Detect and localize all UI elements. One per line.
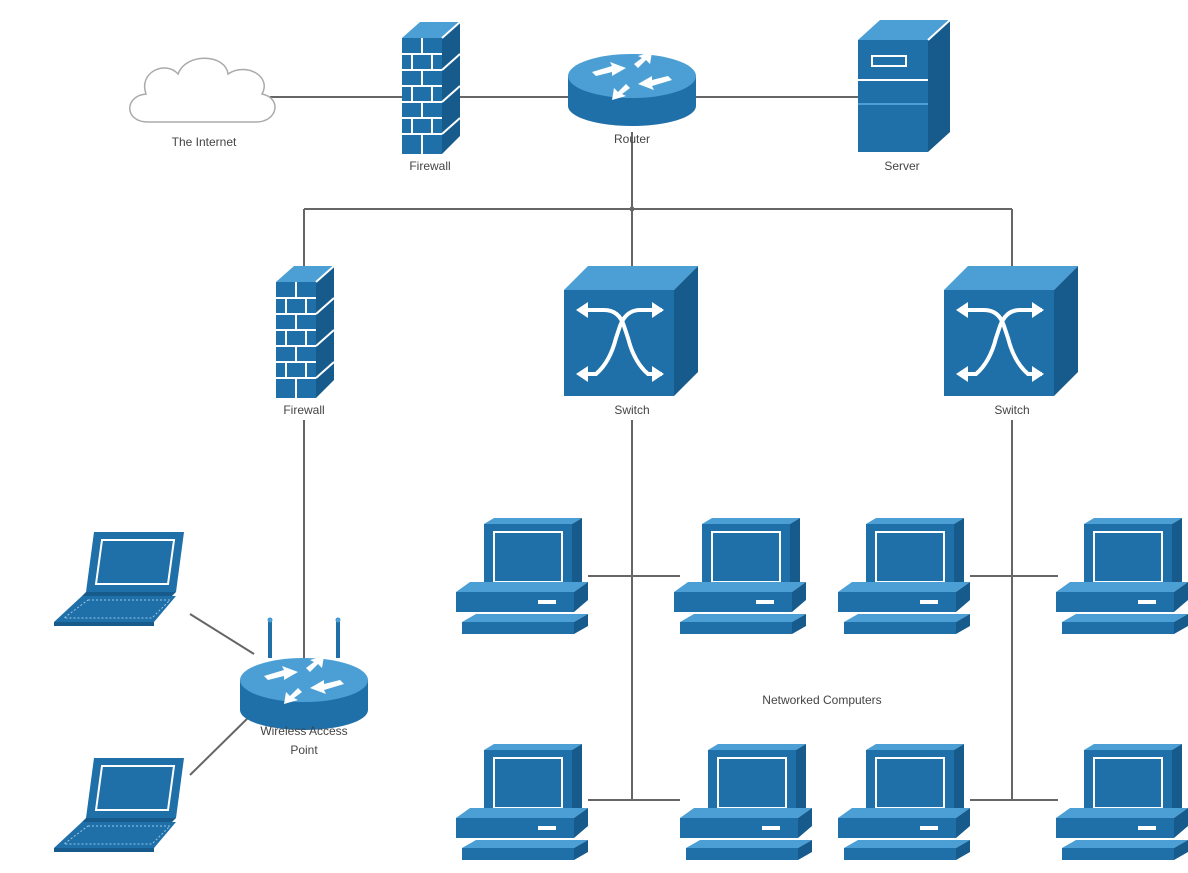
firewall-left-node: Firewall [275, 265, 335, 417]
wireless-ap-node: Wireless Access Point [240, 617, 368, 757]
router-node: Router [568, 52, 696, 146]
desktop-computer-icon [673, 517, 807, 635]
desktop-computer-icon [1055, 517, 1188, 635]
switch-icon [562, 264, 700, 398]
router-icon [568, 52, 696, 126]
desktop-computer-icon [837, 517, 971, 635]
trunk-junction [629, 206, 635, 212]
desktop-computer-icon [455, 743, 589, 861]
firewall-top-node: Firewall [401, 21, 461, 173]
laptop-icon [53, 531, 185, 627]
computers-group: Networked Computers [455, 517, 1188, 861]
networked-computers-label: Networked Computers [762, 693, 881, 707]
wire-laptop1-ap [189, 613, 255, 655]
internet-node: The Internet [129, 57, 276, 149]
server-node: Server [857, 19, 951, 173]
firewall-icon [401, 21, 461, 155]
switch-right-node: Switch [942, 264, 1080, 417]
server-label: Server [884, 159, 919, 173]
firewall-left-label: Firewall [283, 403, 324, 417]
wireless-ap-label-line2: Point [290, 743, 318, 757]
switch-center-node: Switch [562, 264, 700, 417]
router-label: Router [614, 132, 650, 146]
laptop-icon [53, 757, 185, 853]
wireless-router-icon [240, 656, 368, 730]
firewall-icon [275, 265, 335, 399]
laptop-1 [53, 531, 185, 627]
desktop-computer-icon [1055, 743, 1188, 861]
server-icon [857, 19, 951, 153]
switch-right-label: Switch [994, 403, 1029, 417]
firewall-top-label: Firewall [409, 159, 450, 173]
connection-lines [189, 96, 1058, 801]
cloud-icon [129, 57, 276, 123]
internet-label: The Internet [172, 135, 237, 149]
switch-icon [942, 264, 1080, 398]
wire-laptop2-ap [189, 711, 255, 776]
wireless-ap-label-line1: Wireless Access [260, 724, 347, 738]
switch-center-label: Switch [614, 403, 649, 417]
laptop-2 [53, 757, 185, 853]
antenna-icon [267, 617, 341, 658]
desktop-computer-icon [679, 743, 813, 861]
desktop-computer-icon [837, 743, 971, 861]
desktop-computer-icon [455, 517, 589, 635]
